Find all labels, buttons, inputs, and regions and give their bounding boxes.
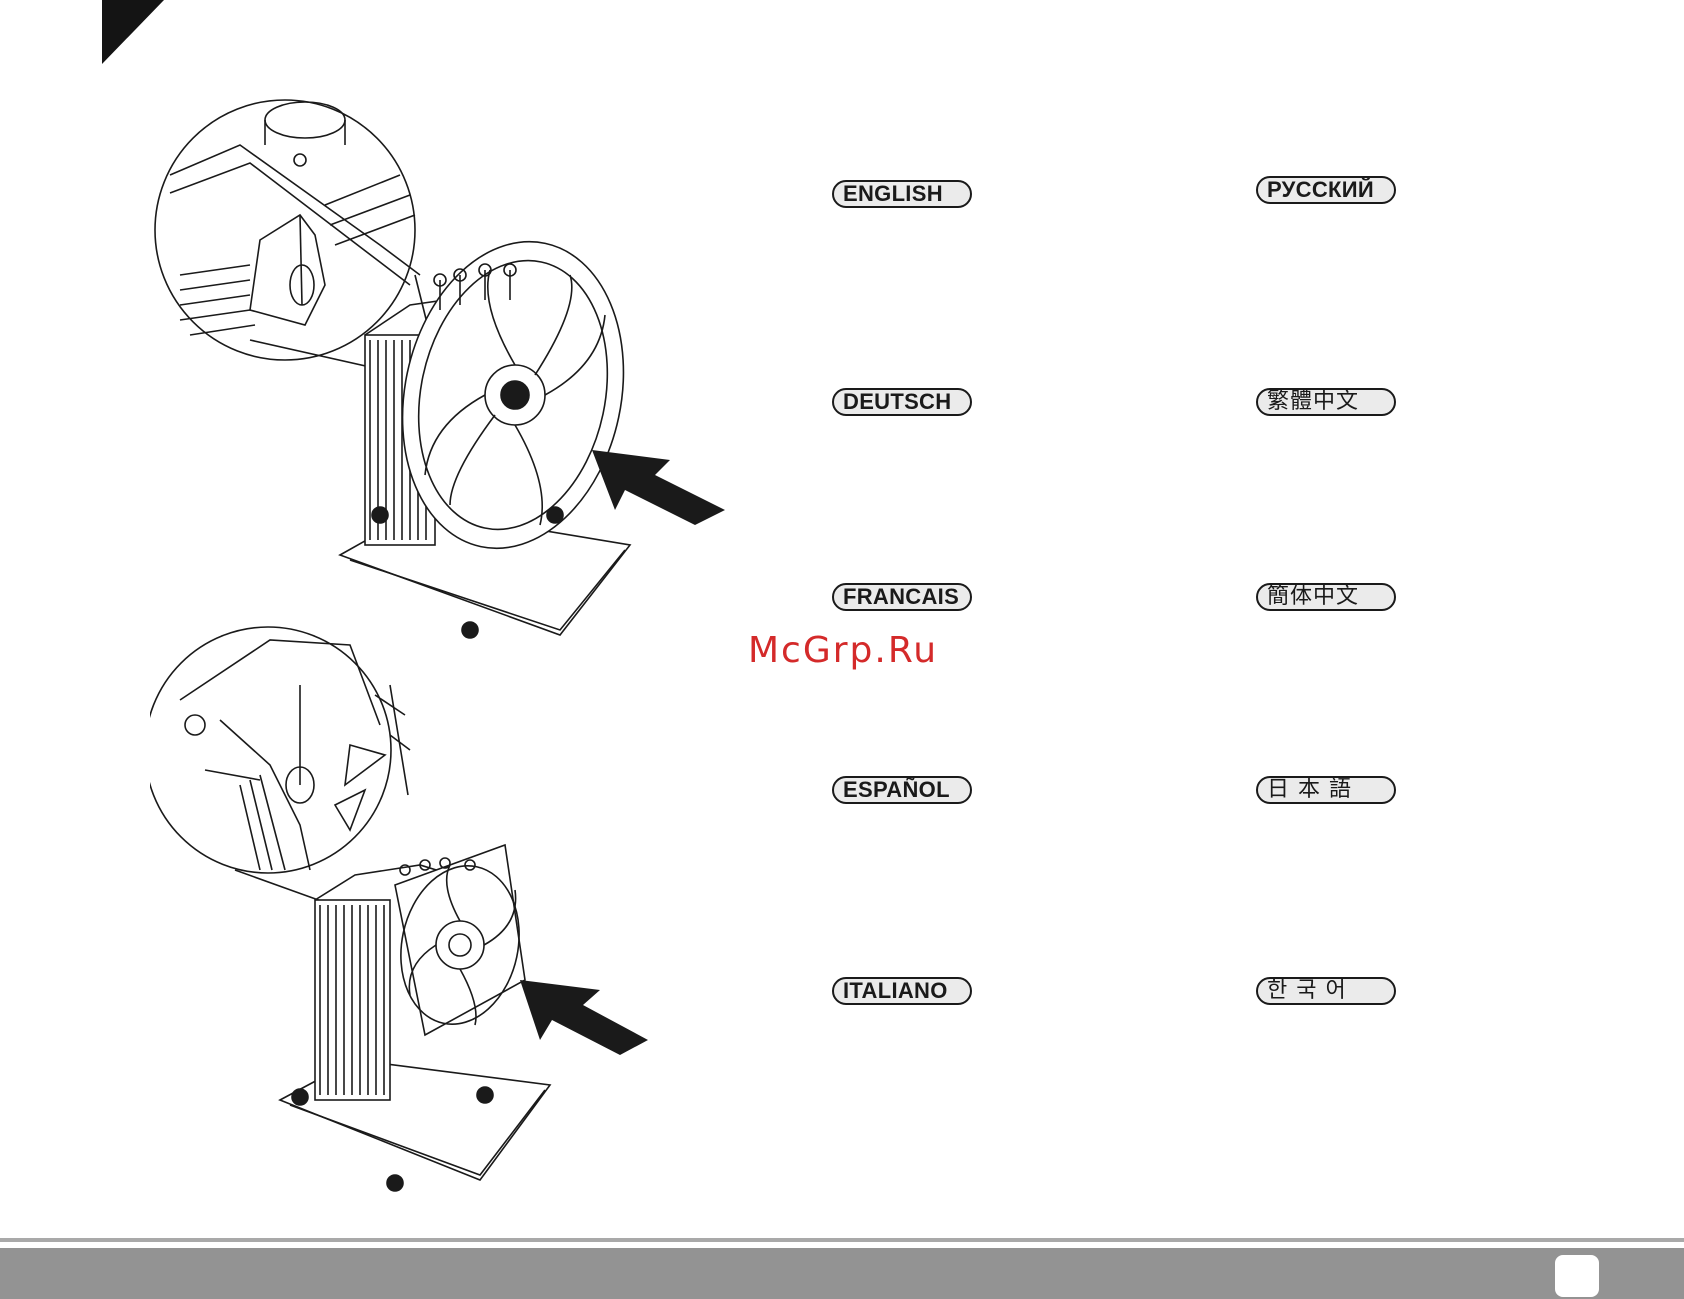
lang-badge-francais: FRANCAIS xyxy=(832,583,972,611)
lang-badge-deutsch: DEUTSCH xyxy=(832,388,972,416)
lang-badge-traditional-chinese: 繁體中文 xyxy=(1256,388,1396,416)
lang-badge-russian: РУССКИЙ xyxy=(1256,176,1396,204)
lang-badge-simplified-chinese: 簡体中文 xyxy=(1256,583,1396,611)
lang-badge-japanese: 日 本 語 xyxy=(1256,776,1396,804)
watermark: McGrp.Ru xyxy=(748,630,938,671)
footer-divider xyxy=(0,1238,1684,1242)
page-number-box xyxy=(1555,1255,1599,1297)
arrow-bottom xyxy=(520,980,648,1055)
lang-badge-english: ENGLISH xyxy=(832,180,972,208)
arrow-top xyxy=(592,450,725,525)
lang-badge-espanol: ESPAÑOL xyxy=(832,776,972,804)
cooler-installation-illustration xyxy=(150,85,790,1195)
lang-badge-korean: 한 국 어 xyxy=(1256,977,1396,1005)
lang-badge-italiano: ITALIANO xyxy=(832,977,972,1005)
footer-bar xyxy=(0,1248,1684,1299)
corner-marker xyxy=(102,0,164,64)
detail-circle-bottom xyxy=(150,627,391,873)
